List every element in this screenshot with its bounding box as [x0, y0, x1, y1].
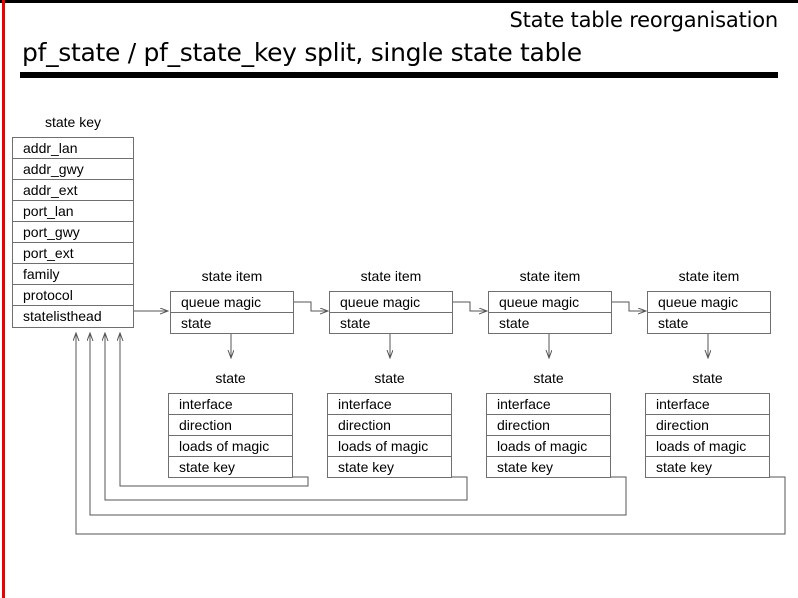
- state-key-field: port_lan: [13, 201, 133, 222]
- state-item-field-queue-magic: queue magic: [648, 292, 770, 313]
- state-key-field: addr_lan: [13, 138, 133, 159]
- state-key-struct: addr_lan addr_gwy addr_ext port_lan port…: [12, 137, 134, 328]
- state-field-state-key: state key: [497, 459, 554, 475]
- state-item-struct: queue magic state: [170, 291, 294, 334]
- state-item-caption: state item: [201, 268, 263, 284]
- state-key-field: addr_ext: [13, 180, 133, 201]
- state-field-loads-of-magic: loads of magic: [646, 436, 769, 457]
- state-key-field: addr_gwy: [13, 159, 133, 180]
- state-field-loads-of-magic: loads of magic: [169, 436, 292, 457]
- state-field-interface: interface: [646, 394, 769, 415]
- state-field-state-key: state key: [338, 459, 395, 475]
- state-item-field-state: state: [658, 315, 689, 331]
- state-item-caption: state item: [360, 268, 422, 284]
- state-item-caption: state item: [678, 268, 740, 284]
- state-field-interface: interface: [487, 394, 610, 415]
- state-item-struct: queue magic state: [329, 291, 453, 334]
- state-key-field-statelisthead: statelisthead: [23, 308, 102, 324]
- state-field-direction: direction: [487, 415, 610, 436]
- state-caption: state: [215, 370, 246, 386]
- state-field-interface: interface: [328, 394, 451, 415]
- state-item-field-state: state: [499, 315, 530, 331]
- state-field-direction: direction: [328, 415, 451, 436]
- state-field-state-key: state key: [656, 459, 713, 475]
- state-key-field: port_ext: [13, 243, 133, 264]
- slide-top-rule: [0, 0, 798, 3]
- state-item-field-state: state: [340, 315, 371, 331]
- state-caption: state: [692, 370, 723, 386]
- state-key-caption: state key: [44, 114, 102, 130]
- state-caption: state: [533, 370, 564, 386]
- state-item-field-queue-magic: queue magic: [330, 292, 452, 313]
- state-item-field-queue-magic: queue magic: [489, 292, 611, 313]
- state-caption: state: [374, 370, 405, 386]
- slide-title-underline: [20, 72, 778, 78]
- state-field-direction: direction: [169, 415, 292, 436]
- state-field-state-key: state key: [179, 459, 236, 475]
- page-title: pf_state / pf_state_key split, single st…: [22, 38, 582, 67]
- state-field-loads-of-magic: loads of magic: [487, 436, 610, 457]
- state-struct: interface direction loads of magic state…: [486, 393, 611, 478]
- state-field-interface: interface: [169, 394, 292, 415]
- state-key-field: port_gwy: [13, 222, 133, 243]
- slide-kicker: State table reorganisation: [509, 8, 778, 32]
- state-field-loads-of-magic: loads of magic: [328, 436, 451, 457]
- state-item-field-state: state: [181, 315, 212, 331]
- state-item-struct: queue magic state: [647, 291, 771, 334]
- state-item-caption: state item: [519, 268, 581, 284]
- slide-left-accent-stripe: [2, 0, 5, 598]
- state-item-struct: queue magic state: [488, 291, 612, 334]
- state-struct: interface direction loads of magic state…: [168, 393, 293, 478]
- state-struct: interface direction loads of magic state…: [645, 393, 770, 478]
- state-key-field: family: [13, 264, 133, 285]
- state-struct: interface direction loads of magic state…: [327, 393, 452, 478]
- state-item-field-queue-magic: queue magic: [171, 292, 293, 313]
- state-key-field: protocol: [13, 285, 133, 306]
- state-field-direction: direction: [646, 415, 769, 436]
